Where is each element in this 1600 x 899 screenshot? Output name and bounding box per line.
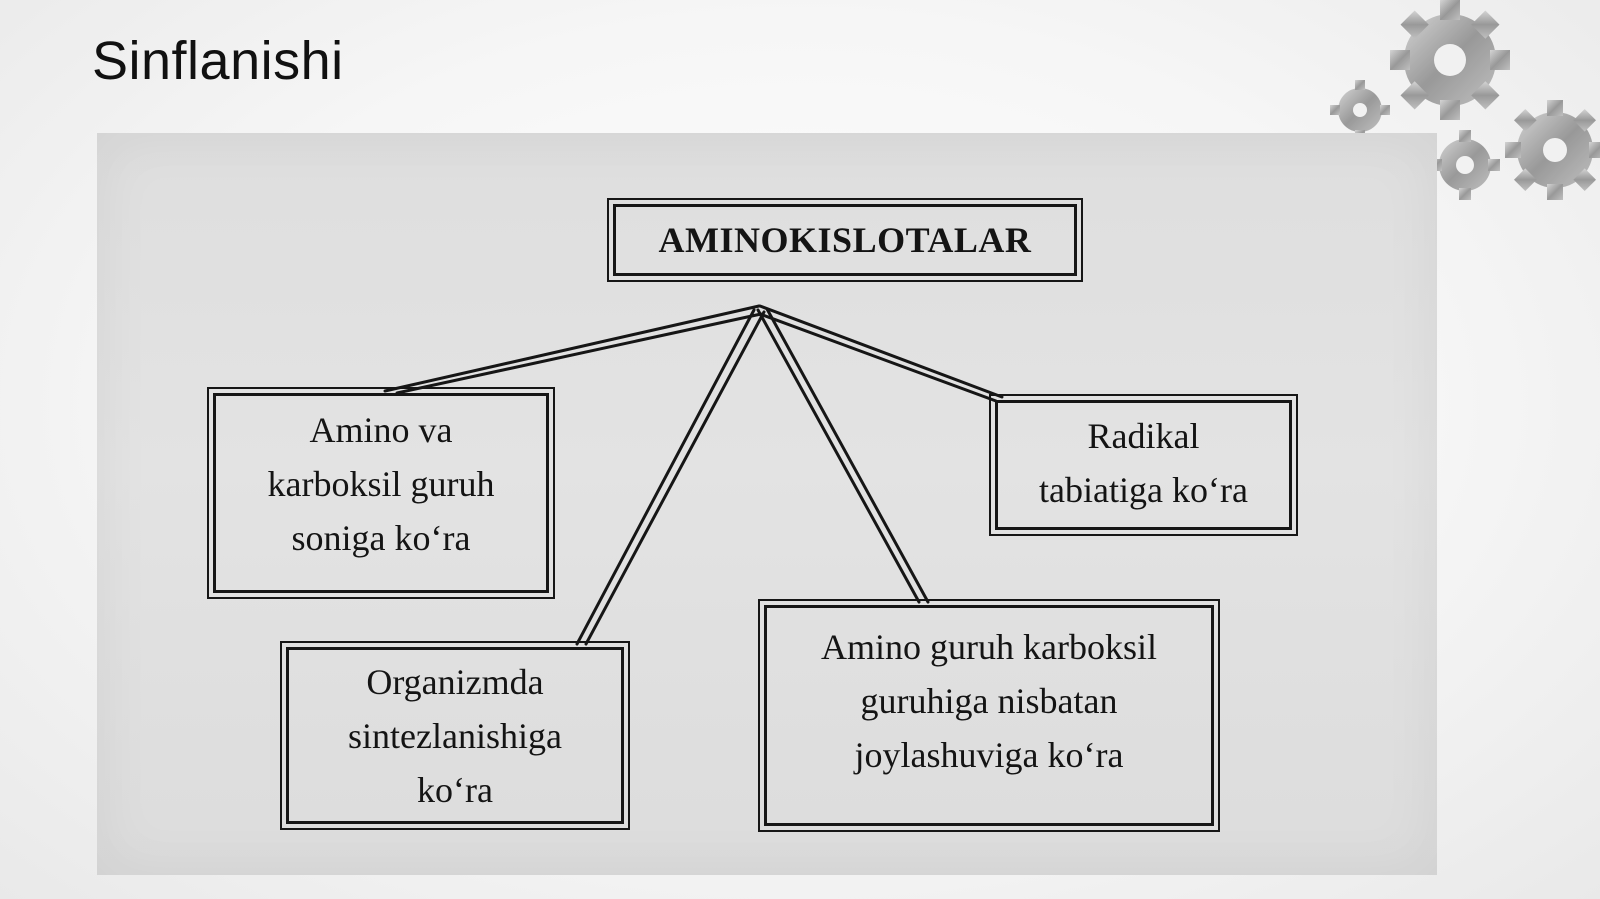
connector-lines [383,304,1004,646]
node-line: Amino va [309,410,453,450]
slide-title: Sinflanishi [92,31,344,91]
node-line: Radikal [1087,416,1200,456]
node-radical: Radikal tabiatiga ko‘ra [989,394,1298,536]
edge-root-amino-count-inner [395,312,763,395]
node-synthesis: Organizmda sintezlanishiga ko‘ra [280,641,630,830]
edge-root-radical-inner [758,312,998,403]
root-node: AMINOKISLOTALAR [607,198,1083,282]
node-line: tabiatiga ko‘ra [1039,470,1248,510]
node-line: guruhiga nisbatan [860,681,1118,721]
gears-icon [1330,0,1600,200]
node-line: Organizmda [366,661,544,702]
root-label: AMINOKISLOTALAR [658,220,1032,260]
node-line: joylashuviga ko‘ra [854,735,1124,775]
node-amino-count: Amino va karboksil guruh soniga ko‘ra [207,387,555,599]
node-line: Amino guruh karboksil [821,627,1157,667]
node-line: ko‘ra [417,769,493,810]
edge-root-radical [758,304,1004,399]
diagram-photo: AMINOKISLOTALAR Amino va karboksil guruh… [97,133,1437,875]
edge-root-amino-count [383,304,761,393]
node-line: karboksil guruh [267,464,495,504]
node-line: sintezlanishiga [348,715,562,756]
edge-root-synthesis-inner [584,310,766,646]
edge-root-synthesis [575,308,756,646]
edge-root-position [756,308,921,604]
edge-root-position-inner [765,307,930,604]
node-position: Amino guruh karboksil guruhiga nisbatan … [758,599,1220,832]
node-line: soniga ko‘ra [291,518,471,558]
